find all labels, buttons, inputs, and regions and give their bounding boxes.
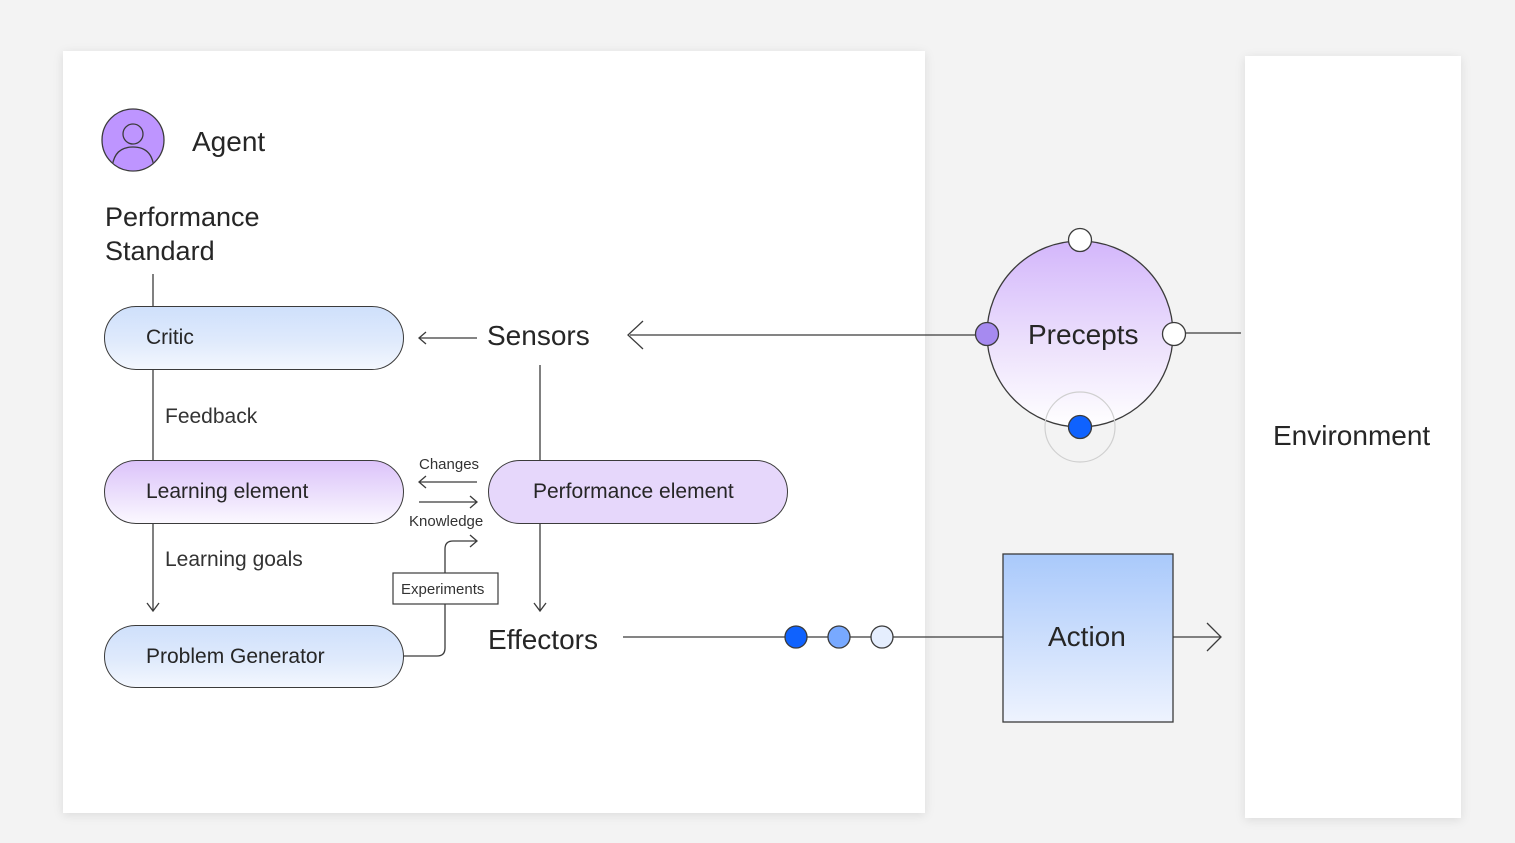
precepts-label: Precepts xyxy=(1028,319,1139,350)
changes-label: Changes xyxy=(419,456,480,473)
top-port-dot xyxy=(1067,227,1093,253)
performance-element-label: Performance element xyxy=(533,480,734,503)
focus-ring-icon xyxy=(1044,391,1116,463)
flow-dot-2 xyxy=(827,625,851,649)
learning-goals-arrowhead xyxy=(146,602,160,613)
changes-arrowhead xyxy=(418,475,427,489)
performance-element-node[interactable]: Performance element xyxy=(488,460,788,524)
performance-standard-line2: Standard xyxy=(105,236,215,266)
feedback-label: Feedback xyxy=(165,405,258,428)
learning-element-label: Learning element xyxy=(146,480,309,503)
flow-dot-3 xyxy=(870,625,894,649)
learning-element-node[interactable]: Learning element xyxy=(104,460,404,524)
experiments-label: Experiments xyxy=(401,581,485,598)
action-box xyxy=(1002,553,1174,723)
flow-dot-1 xyxy=(784,625,808,649)
experiments-arrowhead xyxy=(469,534,478,548)
performance-standard-line1: Performance xyxy=(105,202,260,232)
knowledge-arrowhead xyxy=(469,495,478,509)
action-label: Action xyxy=(1048,621,1126,652)
sensors-label: Sensors xyxy=(487,320,590,351)
performance-to-effectors-arrowhead xyxy=(533,602,547,613)
learning-goals-label: Learning goals xyxy=(165,548,303,571)
sensors-to-critic-arrowhead xyxy=(418,331,427,345)
experiments-label-box xyxy=(392,572,499,605)
problem-generator-label: Problem Generator xyxy=(146,644,325,668)
critic-label: Critic xyxy=(146,326,194,349)
critic-node[interactable]: Critic xyxy=(104,306,404,370)
agent-title: Agent xyxy=(192,126,266,157)
bottom-port-dot xyxy=(1067,414,1093,440)
left-port-dot xyxy=(974,321,1000,347)
precepts-to-sensors-arrowhead xyxy=(627,320,644,350)
problem-generator-node[interactable]: Problem Generator xyxy=(104,625,404,688)
environment-panel xyxy=(1245,56,1461,818)
knowledge-label: Knowledge xyxy=(409,513,484,530)
user-avatar-icon xyxy=(101,108,165,172)
right-port-dot xyxy=(1161,321,1187,347)
action-to-environment-arrowhead xyxy=(1206,622,1222,652)
effectors-label: Effectors xyxy=(488,624,598,655)
environment-label: Environment xyxy=(1273,420,1431,451)
